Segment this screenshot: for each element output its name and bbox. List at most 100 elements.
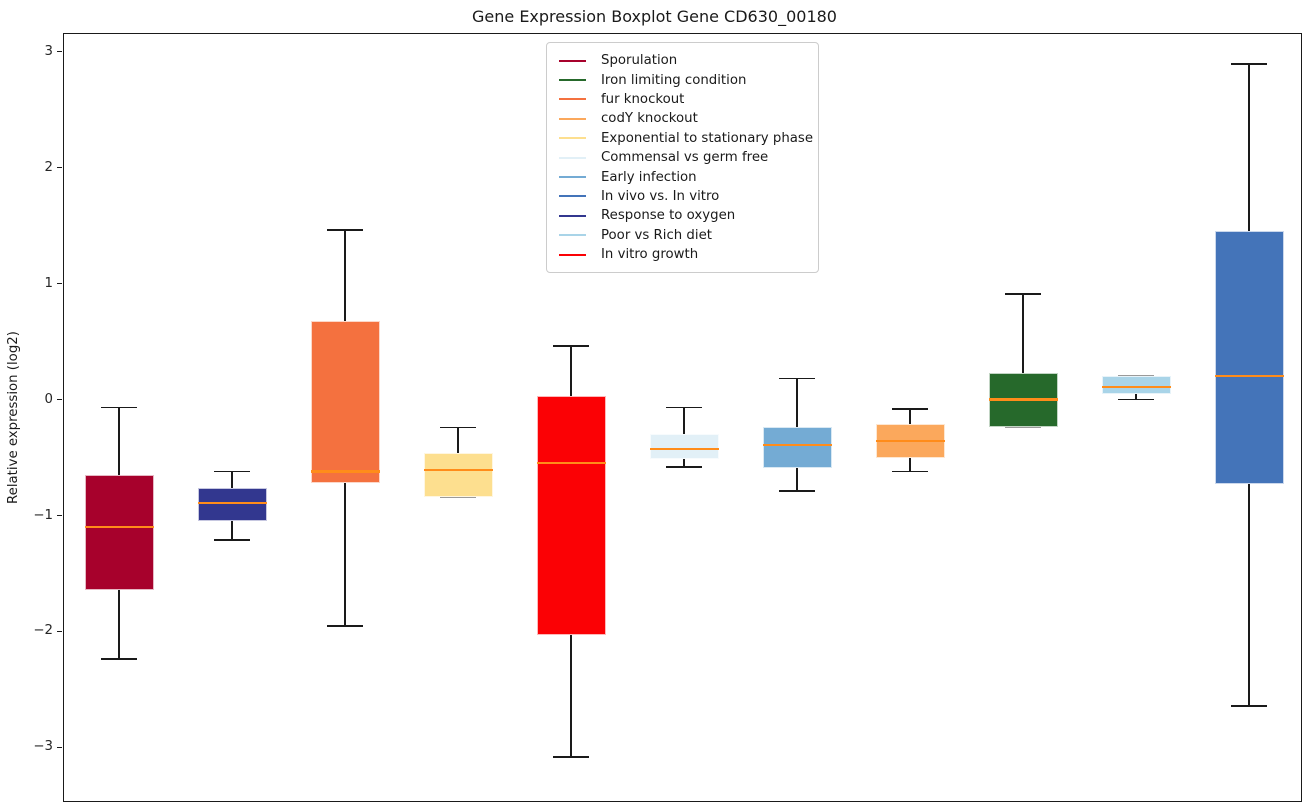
legend-color-swatch: [559, 98, 586, 101]
legend-label: Commensal vs germ free: [601, 150, 769, 166]
legend-color-swatch: [559, 137, 586, 140]
box: [84, 474, 154, 590]
whisker-upper: [1248, 64, 1250, 232]
y-tick-mark: [57, 746, 62, 749]
legend-color-swatch: [559, 59, 586, 62]
whisker-upper: [457, 427, 459, 453]
whisker-upper: [118, 407, 120, 475]
legend-color-swatch: [559, 176, 586, 179]
whisker-cap-lower: [101, 658, 137, 661]
y-tick-label: 0: [44, 391, 53, 407]
whisker-cap-lower: [214, 539, 250, 541]
whisker-cap-upper: [440, 426, 476, 429]
box: [423, 452, 493, 497]
whisker-cap-lower: [892, 470, 928, 473]
legend-label: fur knockout: [601, 91, 685, 107]
whisker-cap-upper: [101, 406, 137, 409]
whisker-upper: [683, 407, 685, 435]
whisker-cap-upper: [1005, 293, 1041, 295]
legend-color-swatch: [559, 253, 586, 256]
whisker-upper: [231, 471, 233, 488]
y-axis-label: Relative expression (log2): [6, 331, 21, 504]
legend-item: In vitro growth: [547, 245, 818, 264]
whisker-cap-upper: [214, 470, 250, 473]
legend-label: codY knockout: [601, 111, 698, 127]
legend-label: Exponential to stationary phase: [601, 130, 814, 146]
box: [1214, 231, 1284, 485]
y-tick-mark: [57, 398, 62, 401]
whisker-cap-upper: [1231, 63, 1267, 66]
whisker-lower: [1135, 393, 1137, 400]
median-line: [1101, 385, 1171, 388]
whisker-cap-lower: [327, 624, 363, 627]
box: [1101, 376, 1171, 394]
whisker-upper: [570, 346, 572, 397]
whisker-lower: [570, 634, 572, 757]
legend-item: codY knockout: [547, 109, 818, 128]
whisker-cap-lower: [1005, 426, 1041, 429]
legend-color-swatch: [559, 117, 586, 120]
whisker-lower: [1248, 484, 1250, 706]
y-tick-mark: [57, 514, 62, 517]
whisker-lower: [118, 589, 120, 660]
whisker-cap-lower: [666, 465, 702, 468]
y-tick-label: 3: [44, 43, 53, 59]
y-tick-label: −2: [33, 623, 53, 639]
box: [310, 320, 380, 484]
median-line: [762, 443, 832, 446]
y-tick-mark: [57, 630, 62, 633]
box: [649, 434, 719, 459]
y-tick-mark: [57, 166, 62, 169]
box: [762, 427, 832, 468]
whisker-cap-lower: [1118, 398, 1154, 401]
y-tick-label: −1: [33, 507, 53, 523]
legend-color-swatch: [559, 214, 586, 217]
whisker-lower: [683, 458, 685, 467]
legend-color-swatch: [559, 79, 586, 82]
whisker-lower: [231, 521, 233, 540]
whisker-upper: [796, 378, 798, 428]
whisker-cap-lower: [440, 496, 476, 498]
legend-item: Early infection: [547, 167, 818, 186]
legend-label: In vivo vs. In vitro: [601, 188, 720, 204]
median-line: [649, 448, 719, 451]
legend-item: Sporulation: [547, 51, 818, 70]
legend-label: Early infection: [601, 169, 697, 185]
whisker-cap-lower: [779, 490, 815, 492]
median-line: [84, 526, 154, 529]
whisker-upper: [1022, 293, 1024, 373]
legend-item: fur knockout: [547, 90, 818, 109]
box: [197, 487, 267, 522]
legend-item: Exponential to stationary phase: [547, 129, 818, 148]
legend-item: Commensal vs germ free: [547, 148, 818, 167]
whisker-cap-upper: [666, 406, 702, 409]
median-line: [310, 470, 380, 473]
whisker-cap-upper: [779, 377, 815, 380]
chart-title: Gene Expression Boxplot Gene CD630_00180: [472, 7, 837, 26]
median-line: [423, 469, 493, 472]
whisker-lower: [796, 467, 798, 492]
median-line: [875, 440, 945, 443]
y-tick-mark: [57, 282, 62, 285]
median-line: [197, 501, 267, 504]
legend-item: Poor vs Rich diet: [547, 226, 818, 245]
legend-label: Sporulation: [601, 53, 678, 69]
box: [536, 396, 606, 635]
whisker-cap-lower: [553, 755, 589, 758]
legend-item: Response to oxygen: [547, 206, 818, 225]
legend-color-swatch: [559, 156, 586, 159]
whisker-lower: [909, 457, 911, 472]
legend-item: Iron limiting condition: [547, 70, 818, 89]
median-line: [988, 398, 1058, 401]
legend-label: Poor vs Rich diet: [601, 227, 712, 243]
legend-label: Response to oxygen: [601, 208, 736, 224]
legend-color-swatch: [559, 234, 586, 237]
y-tick-label: 2: [44, 159, 53, 175]
median-line: [536, 462, 606, 465]
y-tick-label: 1: [44, 275, 53, 291]
whisker-cap-upper: [892, 407, 928, 410]
whisker-lower: [344, 483, 346, 626]
